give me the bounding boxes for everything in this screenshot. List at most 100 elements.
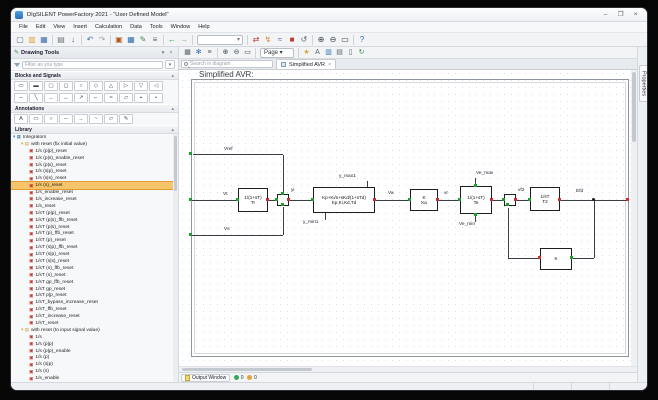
tree-item[interactable]: ▣ 1/s <box>11 334 173 341</box>
maximize-button[interactable]: ❐ <box>617 11 624 18</box>
undo-icon[interactable]: ↶ <box>86 34 94 44</box>
curve-tool[interactable]: ~ <box>89 114 103 124</box>
wire-segment[interactable] <box>283 155 284 194</box>
canvas-horizontal-scrollbar[interactable] <box>179 366 637 372</box>
ellipse-tool[interactable]: ○ <box>44 114 58 124</box>
block-t2[interactable]: 1/sT T2 <box>530 187 560 211</box>
wire-segment[interactable] <box>283 207 284 235</box>
connection-point[interactable] <box>266 198 269 201</box>
connection-point[interactable] <box>189 152 192 155</box>
wire-segment[interactable] <box>508 208 509 258</box>
wire-segment[interactable] <box>192 200 236 201</box>
menu-item[interactable]: Tools <box>149 24 163 30</box>
signal-label-vemin[interactable]: Ve_min <box>459 222 475 227</box>
filter-input[interactable] <box>22 60 163 69</box>
signal-label-va[interactable]: Va <box>388 191 394 196</box>
network-model-icon[interactable]: ▦ <box>127 34 135 44</box>
tree-item[interactable]: ▾ ▤ with reset (to input signal value) <box>11 327 173 334</box>
forward-icon[interactable]: → <box>180 34 188 44</box>
signal-up-arrow[interactable]: ↗ <box>74 93 88 103</box>
wire-segment[interactable] <box>268 200 277 201</box>
tree-item[interactable]: ▣ 1/s (p|s)_enable_reset <box>11 155 173 162</box>
connection-point[interactable] <box>189 233 192 236</box>
signal-double-arrow[interactable]: ↔ <box>59 93 73 103</box>
zoom-out-icon[interactable]: ⊖ <box>329 34 337 44</box>
signal-label-vemax[interactable]: Ve_max <box>476 171 494 176</box>
signal-label-ymin[interactable]: y_min1 <box>303 220 319 225</box>
freeze-mode-icon[interactable]: ✻ <box>195 49 202 56</box>
wire-segment[interactable] <box>594 200 595 258</box>
connection-point[interactable] <box>528 198 531 201</box>
tree-item[interactable]: ▣ 1/sT (s|s)_reset <box>11 258 173 265</box>
tree-item[interactable]: ▣ 1/sT (s)_reset <box>11 272 173 279</box>
connection-point[interactable] <box>502 198 505 201</box>
star-icon[interactable]: ★ <box>303 49 310 56</box>
connection-point[interactable] <box>490 198 493 201</box>
connection-point[interactable] <box>506 203 509 206</box>
tree-item[interactable]: ▣ 1/s_enable_reset <box>11 189 173 196</box>
connection-point[interactable] <box>570 256 573 259</box>
help-icon[interactable]: ? <box>359 34 365 44</box>
connection-point[interactable] <box>281 203 284 206</box>
wire-segment[interactable] <box>508 258 540 259</box>
rect-tool[interactable]: ▭ <box>29 114 43 124</box>
connection-point[interactable] <box>189 198 192 201</box>
connection-point[interactable] <box>474 184 477 187</box>
menu-item[interactable]: Window <box>170 24 191 30</box>
info-count[interactable]: 0 <box>234 375 243 381</box>
export-icon[interactable]: ↓ <box>71 34 75 44</box>
panel-close-button[interactable]: × <box>169 49 173 56</box>
tree-item[interactable]: ▣ 1/sT_reset <box>11 320 173 327</box>
block-te[interactable]: 1/(1+sT) Te <box>460 186 492 214</box>
signal-wave[interactable]: ≈ <box>104 93 118 103</box>
menu-item[interactable]: View <box>53 24 66 30</box>
menu-item[interactable]: Edit <box>35 24 46 30</box>
tree-item[interactable]: ▾ ▦ Integrators <box>11 134 173 141</box>
signal-label-vr[interactable]: vr <box>444 191 448 196</box>
print-icon[interactable]: ▤ <box>57 34 65 44</box>
signal-label-efd[interactable]: Efd <box>576 189 584 194</box>
tree-item[interactable]: ▣ 1/sT (p|s)_ffb_reset <box>11 217 173 224</box>
menu-item[interactable]: Calculation <box>94 24 123 30</box>
scrollbar-thumb[interactable] <box>632 72 636 142</box>
back-icon[interactable]: ← <box>168 34 176 44</box>
tree-item[interactable]: ▣ 1/sT (p)_ffb_reset <box>11 230 173 237</box>
graphic-icon[interactable]: ✎ <box>139 34 147 44</box>
zoom-in-icon[interactable]: ⊕ <box>222 49 229 56</box>
tree-item[interactable]: ▣ 1/sT gp_ffb_reset <box>11 279 173 286</box>
tree-item[interactable]: ▣ 1/s (s) <box>11 368 173 375</box>
filter-options-button[interactable]: ▾ <box>165 60 175 69</box>
signal-plus[interactable]: + <box>134 93 148 103</box>
signal-label-vref[interactable]: Vref <box>224 147 233 152</box>
shape-diamond[interactable]: ◇ <box>89 81 103 91</box>
wire-segment[interactable] <box>492 200 504 201</box>
layers-icon[interactable]: ≡ <box>207 49 212 56</box>
connection-point[interactable] <box>311 198 314 201</box>
refresh-icon[interactable]: ↻ <box>358 49 365 56</box>
warning-count[interactable]: 0 <box>247 375 257 381</box>
shape-square-2[interactable]: ◻ <box>59 81 73 91</box>
shape-triangle-left[interactable]: ◁ <box>149 81 163 91</box>
sidebar-scrollbar[interactable] <box>173 134 178 382</box>
signal-line[interactable]: ─ <box>14 93 28 103</box>
signal-label-vf2[interactable]: vf2 <box>518 188 525 193</box>
tree-item[interactable]: ▣ 1/s (s)_reset <box>11 181 174 191</box>
connection-point[interactable] <box>287 198 290 201</box>
block-tr[interactable]: 1/(1+sT) Tr <box>238 188 268 212</box>
connection-point[interactable] <box>474 213 477 216</box>
menu-item[interactable]: Help <box>198 24 210 30</box>
block-kf[interactable]: K <box>540 248 572 270</box>
diagram-canvas[interactable]: Simplified AVR: <box>179 70 631 366</box>
signal-label-vs[interactable]: Vs <box>224 227 230 232</box>
tree-item[interactable]: ▣ 1/sT gp_reset <box>11 286 173 293</box>
tree-item[interactable]: ▣ 1/sT_bypass_increase_reset <box>11 299 173 306</box>
shape-rect-filled[interactable]: ▬ <box>29 81 43 91</box>
tab-close-icon[interactable]: × <box>327 61 332 68</box>
annotation-icon[interactable]: A <box>315 49 320 56</box>
tree-item[interactable]: ▣ 1/s (s|p) <box>11 361 173 368</box>
connection-point[interactable] <box>436 198 439 201</box>
menu-item[interactable]: Data <box>130 24 142 30</box>
study-case-combo[interactable]: ▾ <box>197 34 243 45</box>
shape-circle[interactable]: ○ <box>74 81 88 91</box>
tree-item[interactable]: ▣ 1/sT (p|p)_reset <box>11 210 173 217</box>
